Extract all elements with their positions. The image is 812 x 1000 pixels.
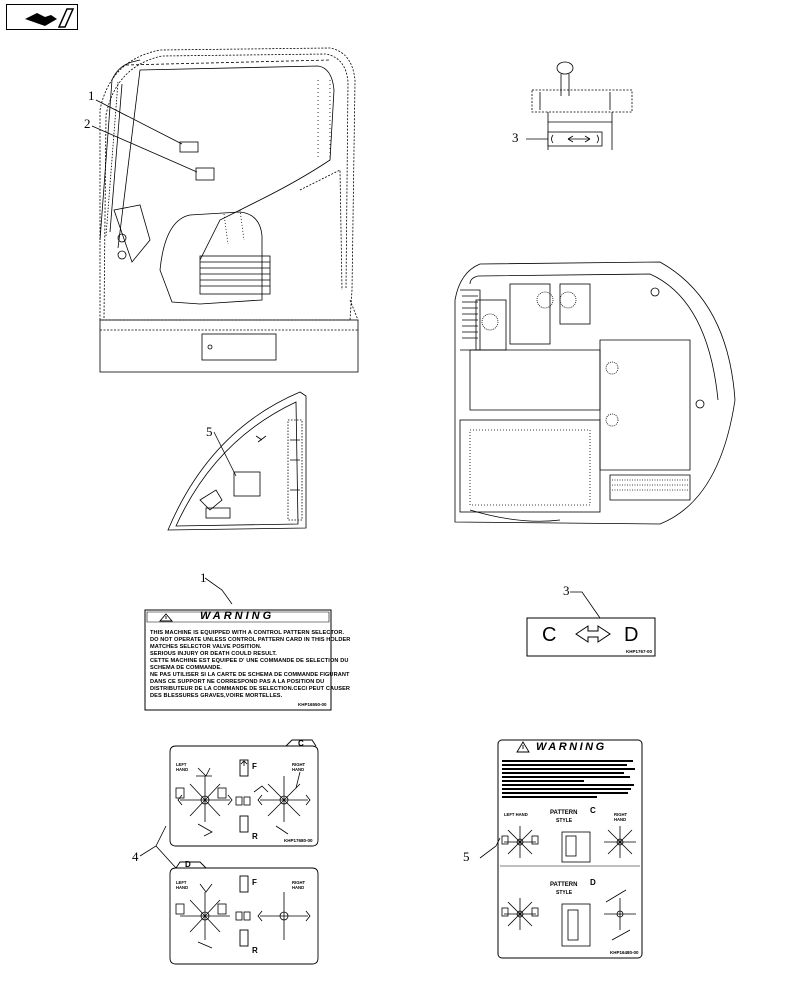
pattern-card-d-drawing <box>169 861 319 965</box>
warning-line: CETTE MACHINE EST EQUIPEE D' UNE COMMAND… <box>150 658 349 664</box>
left-hand-label: LEFT HAND <box>176 880 189 890</box>
pattern-card-c-drawing <box>169 739 319 847</box>
forward-label: F <box>252 878 257 887</box>
warning-line: MATCHES SELECTOR VALVE POSITION. <box>150 644 262 650</box>
right-hand-label: RIGHT HAND <box>614 812 628 822</box>
warning-decal-part-code: KHP16550-00 <box>298 702 327 707</box>
warning-card-title: WARNING <box>536 741 607 753</box>
left-hand-label: LEFT HAND <box>176 762 189 772</box>
pattern-c-letter: C <box>590 806 596 815</box>
style-label: STYLE <box>556 890 573 896</box>
pattern-d-label: PATTERN <box>550 882 578 888</box>
warning-line: SERIOUS INJURY OR DEATH COULD RESULT. <box>150 651 277 657</box>
console-side-view <box>167 391 307 531</box>
pattern-c-label: PATTERN <box>550 810 578 816</box>
warning-card-part-code: KHP16480-00 <box>610 950 639 955</box>
callout-4-label[interactable]: 4 <box>132 849 139 864</box>
warning-card-fine-print <box>502 758 638 800</box>
style-label: STYLE <box>556 818 573 824</box>
right-hand-label: RIGHT HAND <box>292 880 306 890</box>
selector-decal-part-code: KHP1767-00 <box>626 649 653 654</box>
reverse-label: R <box>252 832 258 841</box>
pattern-card-c-tab: C <box>298 739 304 748</box>
warning-line: DISTRIBUTEUR DE LA COMMANDE DE SELECTION… <box>150 686 351 692</box>
callout-3-top[interactable]: 3 <box>512 130 519 145</box>
left-hand-label: LEFT HAND <box>504 812 528 817</box>
warning-line: DO NOT OPERATE UNLESS CONTROL PATTERN CA… <box>150 637 351 643</box>
warning-card-5-drawing <box>497 739 643 959</box>
warning-line: NE PAS UTILISER SI LA CARTE DE SCHEMA DE… <box>150 672 350 678</box>
warning-line: THIS MACHINE IS EQUIPPED WITH A CONTROL … <box>150 630 345 636</box>
warning-line: DANS CE SUPPORT NE CORRESPOND PAS A LA P… <box>150 679 325 685</box>
right-hand-label: RIGHT HAND <box>292 762 306 772</box>
warning-line: SCHEMA DE COMMANDE. <box>150 665 222 671</box>
callout-1-top[interactable]: 1 <box>88 88 95 103</box>
machine-top-view <box>454 261 736 525</box>
callout-5-label[interactable]: 5 <box>463 849 470 864</box>
callout-2-top[interactable]: 2 <box>84 116 91 131</box>
callout-1-label[interactable]: 1 <box>200 570 207 585</box>
callout-5-mid[interactable]: 5 <box>206 424 213 439</box>
warning-decal-title: WARNING <box>200 610 275 622</box>
warning-line: DES BLESSURES GRAVES,VOIRE MORTELLES. <box>150 693 283 699</box>
selector-decal-right: D <box>624 624 639 646</box>
next-page-arrow-icon <box>25 8 75 28</box>
pattern-card-d-tab: D <box>185 860 191 869</box>
reverse-label: R <box>252 946 258 955</box>
next-page-button[interactable] <box>6 4 78 30</box>
selector-valve-view <box>526 61 633 150</box>
pattern-d-letter: D <box>590 878 596 887</box>
callout-3-label[interactable]: 3 <box>563 583 570 598</box>
forward-label: F <box>252 762 257 771</box>
cab-side-view <box>91 47 359 373</box>
pattern-card-c-part-code: KHP17680-00 <box>284 838 313 843</box>
selector-decal-left: C <box>542 624 557 646</box>
